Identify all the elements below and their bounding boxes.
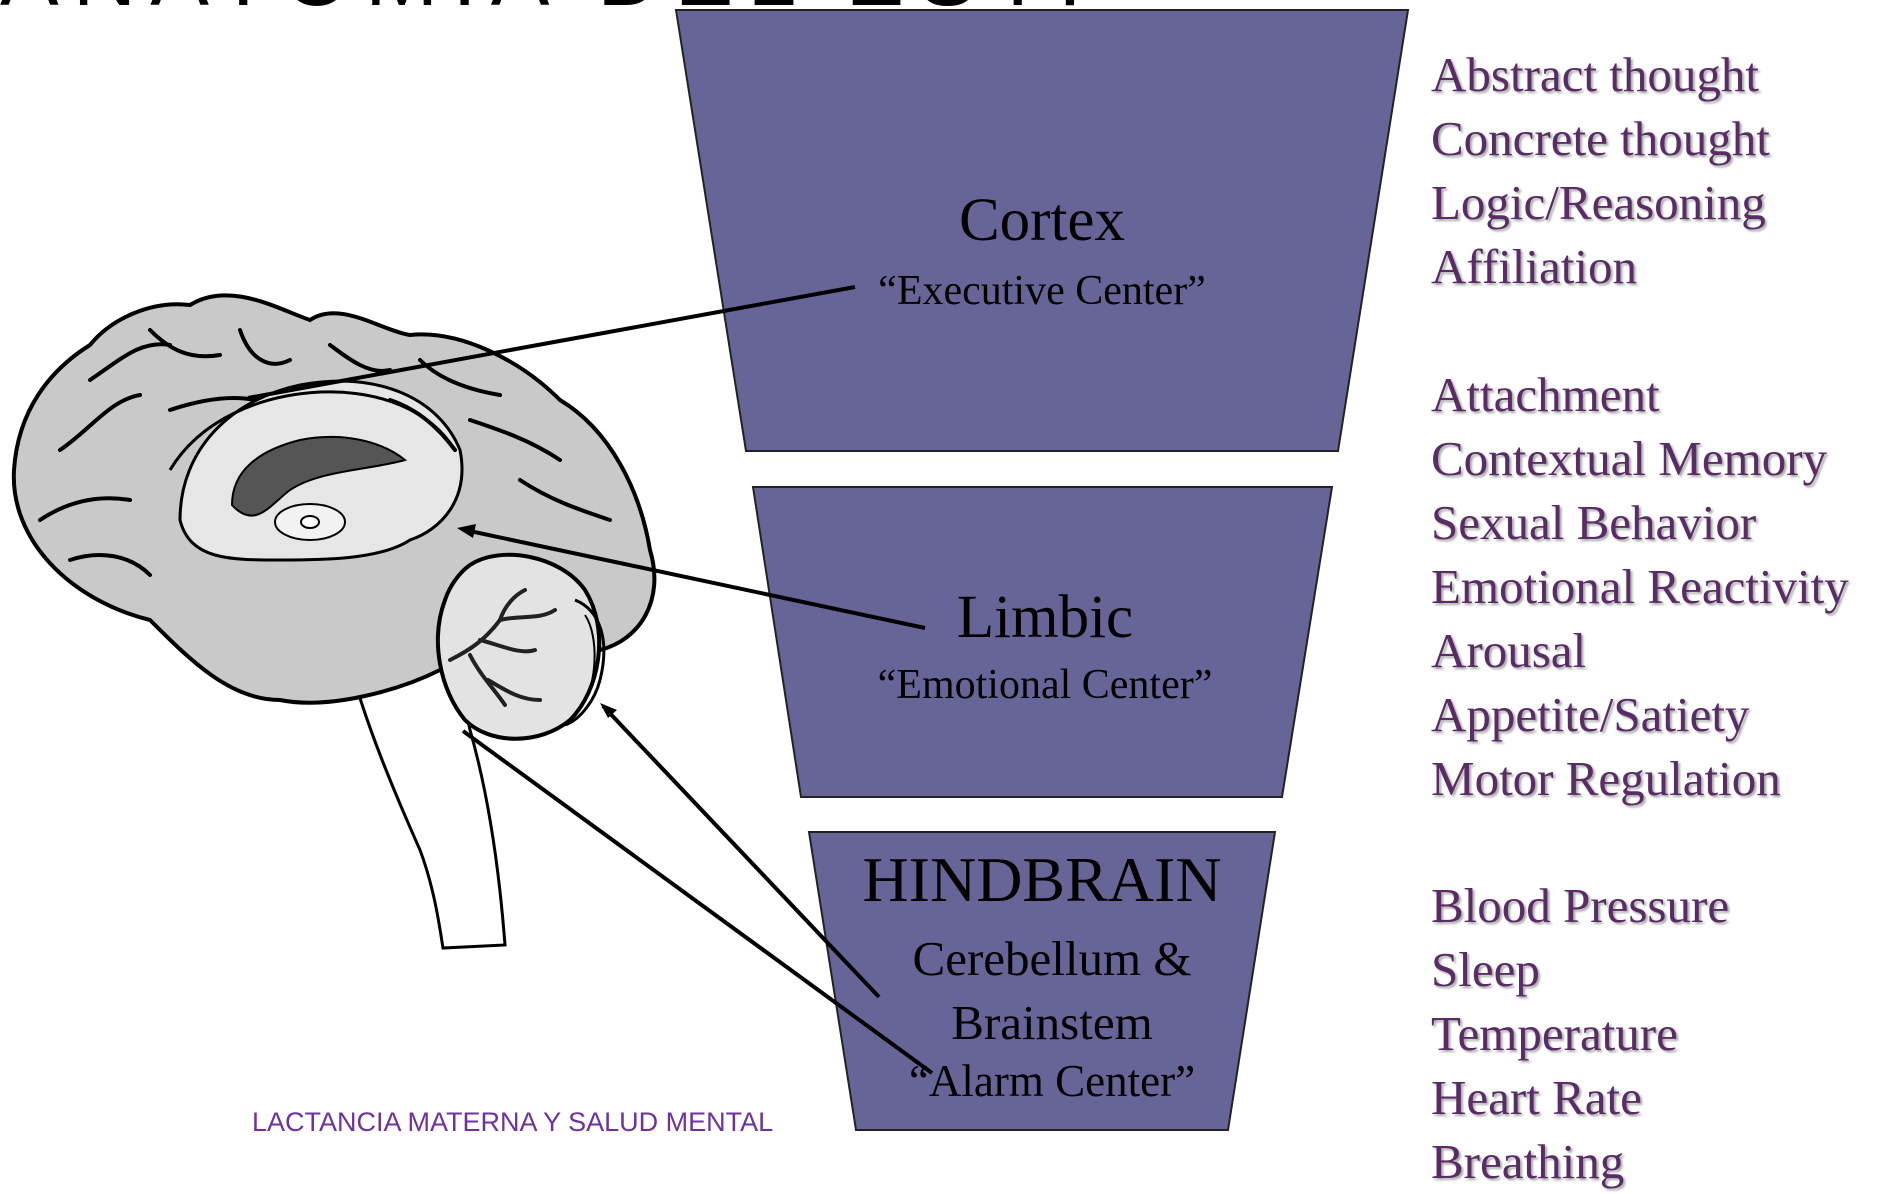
cortex-subtitle: “Executive Center” — [842, 267, 1242, 315]
footer-text: LACTANCIA MATERNA Y SALUD MENTAL — [252, 1107, 773, 1138]
function-item: Attachment — [1431, 363, 1849, 427]
function-item: Contextual Memory — [1431, 427, 1849, 491]
cortex-functions: Abstract thought Concrete thought Logic/… — [1431, 43, 1770, 299]
hindbrain-line-cerebellum: Cerebellum & — [852, 930, 1252, 987]
function-item: Temperature — [1431, 1002, 1729, 1066]
cortex-label: Cortex — [842, 186, 1242, 256]
function-item: Blood Pressure — [1431, 874, 1729, 938]
hindbrain-functions: Blood Pressure Sleep Temperature Heart R… — [1431, 874, 1729, 1194]
function-item: Sexual Behavior — [1431, 491, 1849, 555]
hindbrain-line-brainstem: Brainstem — [852, 994, 1252, 1051]
limbic-subtitle: “Emotional Center” — [845, 661, 1245, 709]
function-item: Appetite/Satiety — [1431, 683, 1849, 747]
function-item: Logic/Reasoning — [1431, 171, 1770, 235]
function-item: Concrete thought — [1431, 107, 1770, 171]
limbic-label: Limbic — [845, 583, 1245, 653]
function-item: Breathing — [1431, 1130, 1729, 1194]
brain-illustration — [14, 295, 655, 948]
function-item: Emotional Reactivity — [1431, 555, 1849, 619]
function-item: Heart Rate — [1431, 1066, 1729, 1130]
limbic-functions: Attachment Contextual Memory Sexual Beha… — [1431, 363, 1849, 811]
hindbrain-label: HINDBRAIN — [812, 843, 1272, 917]
cerebellum-illustration — [438, 555, 604, 739]
hindbrain-subtitle: “Alarm Center” — [852, 1055, 1252, 1107]
function-item: Arousal — [1431, 619, 1849, 683]
function-item: Motor Regulation — [1431, 747, 1849, 811]
function-item: Sleep — [1431, 938, 1729, 1002]
function-item: Affiliation — [1431, 235, 1770, 299]
function-item: Abstract thought — [1431, 43, 1770, 107]
